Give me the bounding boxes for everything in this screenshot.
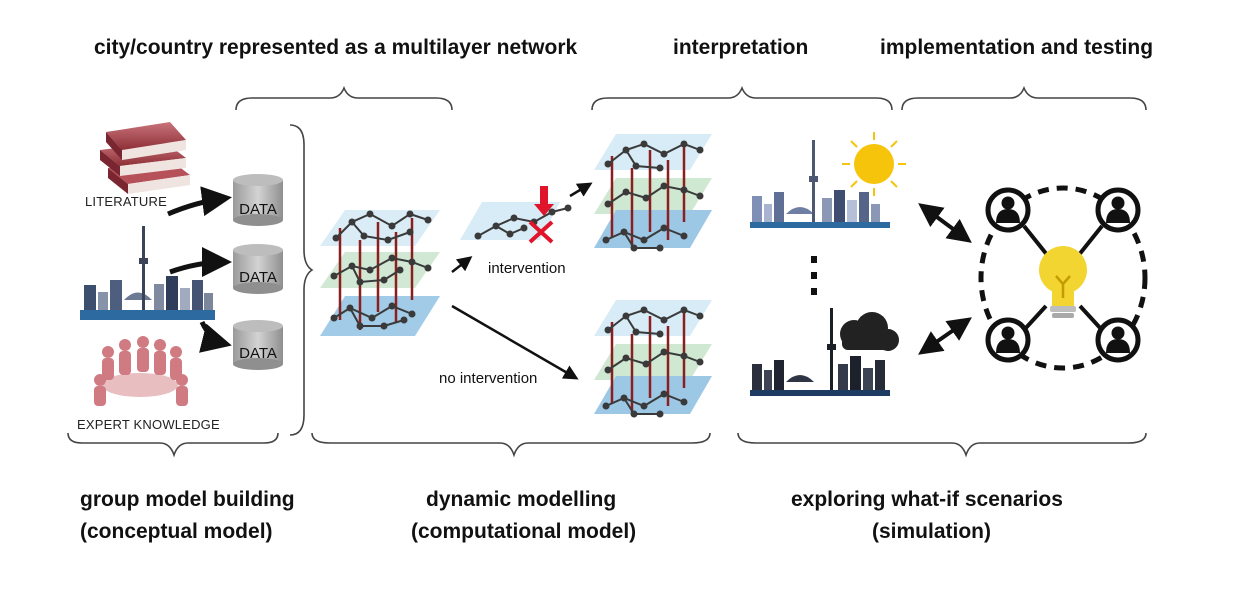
more-scenarios-dots	[811, 256, 817, 295]
data-store-3-label: DATA	[239, 345, 277, 362]
data-store-2-label: DATA	[239, 269, 277, 286]
brace-top-network	[235, 85, 453, 111]
heading-implementation: implementation and testing	[880, 36, 1154, 59]
books-icon	[100, 122, 190, 194]
data-store-2: DATA	[233, 244, 283, 294]
data-store-1: DATA	[233, 174, 283, 226]
heading-simulation: (simulation)	[872, 520, 991, 543]
arrow-main-to-no-intervention	[451, 304, 579, 380]
data-store-1-label: DATA	[239, 201, 277, 218]
person-icon-bottom-left	[988, 320, 1028, 360]
sunny-city-icon	[750, 132, 906, 228]
arrow-sunny-to-stakeholders	[918, 203, 972, 243]
arrow-expert-to-data	[199, 320, 232, 353]
multilayer-network-no-intervention	[594, 300, 712, 418]
cloud-icon	[840, 312, 899, 351]
brace-bottom-dynamic	[311, 432, 711, 458]
heading-what-if-scenarios: exploring what-if scenarios	[791, 488, 1063, 511]
person-icon-top-left	[988, 190, 1028, 230]
heading-interpretation: interpretation	[673, 36, 809, 59]
intervention-down-arrow	[534, 186, 554, 216]
arrow-cloudy-to-stakeholders	[918, 317, 972, 355]
person-icon-bottom-right	[1098, 320, 1138, 360]
heading-group-model-building: group model building	[80, 488, 295, 511]
data-store-3: DATA	[233, 320, 283, 370]
heading-conceptual-model: (conceptual model)	[80, 520, 273, 543]
multilayer-network-main	[320, 210, 440, 336]
cloudy-city-icon	[750, 308, 899, 396]
arrow-literature-to-data	[167, 186, 232, 217]
person-icon-top-right	[1098, 190, 1138, 230]
label-literature: LITERATURE	[85, 194, 167, 209]
intervention-layer	[460, 186, 572, 244]
remove-link-cross	[528, 220, 554, 244]
label-no-intervention: no intervention	[439, 370, 538, 387]
heading-multilayer-network: city/country represented as a multilayer…	[94, 36, 578, 59]
stakeholder-ring	[978, 185, 1148, 371]
heading-computational-model: (computational model)	[411, 520, 637, 543]
expert-group-icon	[94, 336, 188, 406]
brace-top-implementation	[901, 85, 1147, 111]
label-expert-knowledge: EXPERT KNOWLEDGE	[77, 417, 220, 432]
brace-bottom-group-model	[67, 432, 279, 458]
arrow-intervention-to-upper	[569, 182, 593, 198]
arrow-city-to-data	[169, 247, 232, 278]
multilayer-network-intervention	[594, 134, 712, 252]
brace-bottom-what-if	[737, 432, 1147, 458]
label-intervention: intervention	[488, 260, 566, 277]
arrow-main-to-intervention	[451, 256, 473, 273]
sun-icon	[842, 132, 906, 196]
brace-top-interpretation	[591, 85, 893, 111]
heading-dynamic-modelling: dynamic modelling	[426, 488, 617, 511]
brace-right-sources	[289, 124, 314, 436]
city-skyline-icon	[80, 226, 215, 320]
lightbulb-icon	[1039, 246, 1087, 318]
